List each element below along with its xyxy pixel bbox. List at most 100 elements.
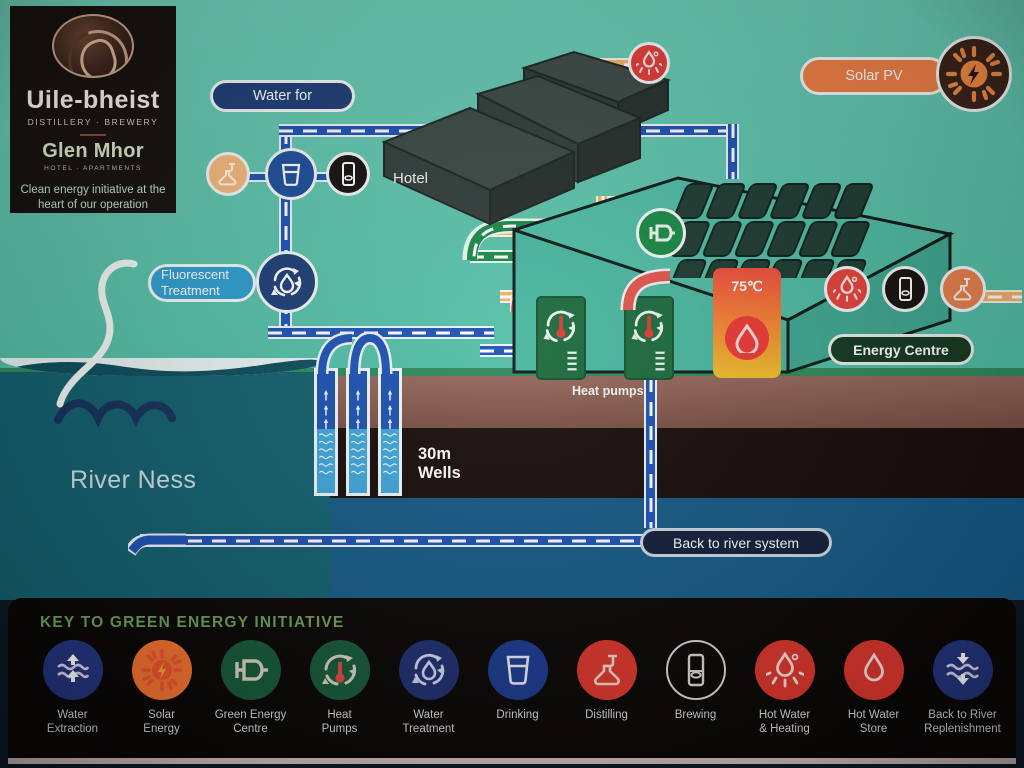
brewing-badge-right[interactable] [882, 266, 928, 312]
key-item-label-line1: Water [57, 709, 88, 721]
hot-water-heating-badge-top[interactable] [628, 42, 670, 84]
green-energy-centre-icon [220, 640, 281, 700]
poster-bottom-strip [8, 758, 1016, 764]
key-item-label-line1: Brewing [674, 709, 717, 721]
key-item-label: Distilling [585, 708, 628, 722]
solar-pv-pill[interactable]: Solar PV [800, 57, 948, 95]
brand-secondary-subtitle: HOTEL · APARTMENTS [44, 165, 142, 172]
distilling-badge[interactable] [206, 152, 250, 196]
hot-water-heating-icon [833, 275, 861, 302]
key-item[interactable]: Hot Water & Heating [740, 640, 829, 736]
heat-pump-unit-1[interactable] [536, 296, 586, 380]
pipe-green-energy-curve [462, 218, 658, 261]
pipe-river-outfall-curve [128, 533, 186, 556]
key-item-label: Hot Water & Heating [759, 708, 810, 736]
water-extraction-icon [42, 640, 103, 700]
solar-panels [668, 183, 873, 278]
wells-label: 30m Wells [418, 445, 461, 483]
key-item-label-line1: Distilling [585, 709, 628, 721]
water-for-pill[interactable]: Water for [210, 80, 355, 112]
wells-label-line2: Wells [418, 464, 461, 482]
brand-logo-panel: Uile-bheist DISTILLERY · BREWERY Glen Mh… [10, 6, 176, 213]
key-item-label-line2: & Heating [759, 723, 810, 735]
pipe-hot-feed-heatpump-right [620, 268, 671, 311]
hot-water-heating-icon [636, 50, 662, 75]
brand-primary-name: Uile-bheist [26, 86, 160, 115]
water-treatment-icon [271, 267, 302, 297]
key-item[interactable]: Distilling [562, 640, 651, 736]
well-head-manifold [315, 331, 393, 375]
water-treatment-icon [398, 640, 459, 700]
key-title: KEY TO GREEN ENERGY INITIATIVE [40, 614, 345, 631]
well-shaft-2 [346, 368, 370, 496]
key-item-label-line1: Heat [327, 709, 352, 721]
green-energy-centre-badge[interactable] [636, 208, 686, 258]
brand-primary-subtitle: DISTILLERY · BREWERY [27, 117, 159, 128]
logo-divider [80, 134, 106, 136]
nessie-silhouette-icon [56, 259, 138, 408]
key-item-label-line1: Water [413, 709, 444, 721]
river-label: River Ness [70, 466, 197, 494]
key-item[interactable]: Drinking [473, 640, 562, 736]
heat-pumps-label: Heat pumps [572, 384, 644, 398]
key-item-label-line2: Treatment [402, 723, 455, 735]
solar-pv-badge[interactable] [936, 36, 1012, 112]
solar-energy-icon [131, 640, 192, 700]
key-item-label-line2: Energy [143, 723, 180, 735]
ground-grass-layer [0, 368, 1024, 376]
hot-water-temperature: 75℃ [731, 278, 763, 294]
energy-centre-pill[interactable]: Energy Centre [828, 334, 974, 365]
brewing-icon [342, 162, 355, 186]
wells-label-line1: 30m [418, 445, 452, 463]
distilling-icon [576, 640, 637, 700]
hot-water-heating-icon [754, 640, 815, 700]
pipe-back-to-river-run [140, 534, 652, 547]
brewing-badge[interactable] [326, 152, 370, 196]
distilling-icon [953, 278, 972, 301]
key-item-label-line2: Store [859, 723, 888, 735]
fluorescent-treatment-label-line1: Fluorescent [161, 267, 229, 282]
key-item[interactable]: Brewing [651, 640, 740, 736]
drinking-badge[interactable] [265, 148, 317, 200]
distilling-icon [218, 163, 237, 186]
key-item-label-line1: Drinking [496, 709, 539, 721]
drinking-icon [281, 163, 301, 186]
back-to-river-icon [932, 640, 993, 700]
fluorescent-treatment-pill[interactable]: Fluorescent Treatment [148, 264, 256, 302]
nessie-humps-icon [54, 399, 176, 428]
green-energy-centre-icon [649, 224, 675, 242]
celtic-beast-roundel-icon [52, 14, 134, 79]
pipe-blue-down-right [726, 124, 739, 179]
distilling-badge-right[interactable] [940, 266, 986, 312]
brewing-icon [665, 640, 726, 700]
back-to-river-pill[interactable]: Back to river system [640, 528, 832, 557]
well-shaft-3 [378, 368, 402, 496]
key-item-label-line1: Solar [148, 709, 175, 721]
hotel-building [381, 50, 671, 226]
well-shaft-1 [314, 368, 338, 496]
brewing-icon [899, 277, 912, 301]
water-treatment-badge[interactable] [256, 251, 318, 313]
key-item-label-line2: Replenishment [924, 723, 1001, 735]
key-item-label-line1: Green Energy [214, 709, 287, 721]
pipe-heatpump-return-down [644, 378, 657, 528]
key-item-label-line2: Centre [233, 723, 268, 735]
key-item-label-line1: Hot Water [758, 709, 811, 721]
hot-water-store[interactable]: 75℃ [713, 268, 781, 378]
hot-water-heating-badge-right[interactable] [824, 266, 870, 312]
brand-secondary-name: Glen Mhor [42, 140, 144, 162]
